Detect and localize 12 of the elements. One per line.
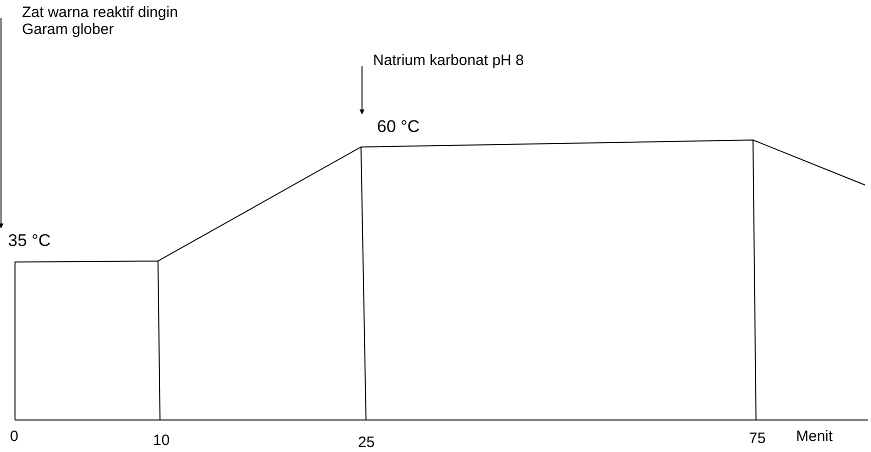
tick-label: 10: [153, 432, 170, 449]
annotation-text: Natrium karbonat pH 8: [373, 52, 524, 69]
annotation-text: Zat warna reaktif dingin: [22, 4, 178, 21]
arrow: [0, 18, 4, 228]
tick-label: 0: [10, 428, 18, 445]
axis-title: Menit: [796, 428, 833, 445]
tick-label: 25: [358, 434, 375, 451]
arrow: [360, 66, 364, 114]
annotation-text: 60 °C: [377, 118, 420, 135]
annotation-text: 35 °C: [8, 232, 51, 249]
annotation-text: Garam glober: [22, 21, 115, 38]
tick-label: 75: [749, 430, 766, 447]
